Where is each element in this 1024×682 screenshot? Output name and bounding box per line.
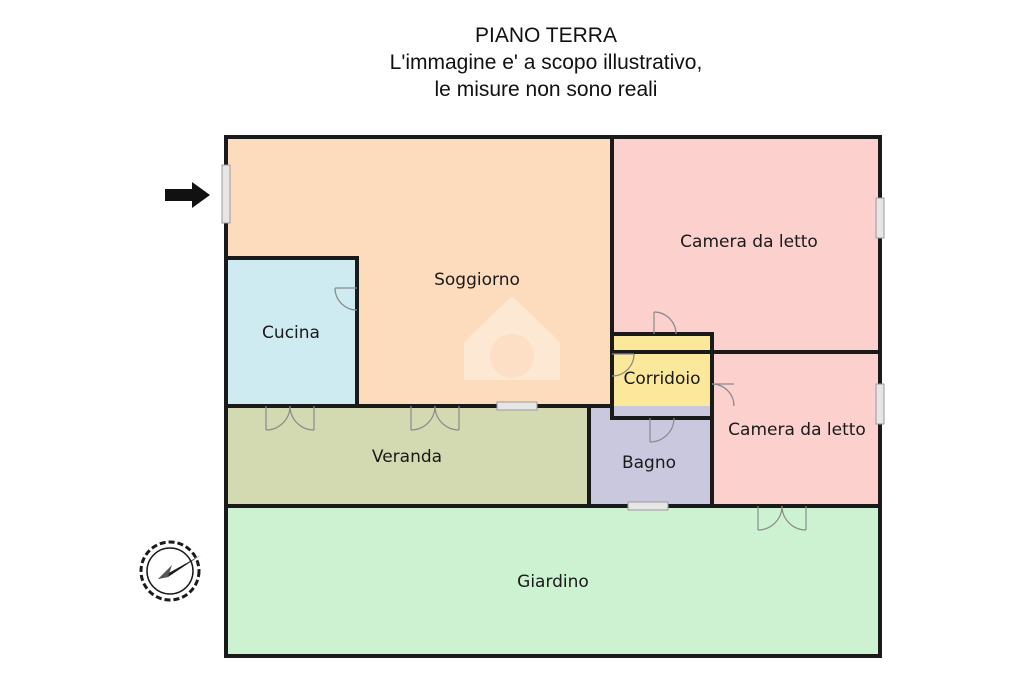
camera2-area bbox=[712, 352, 880, 506]
window-camera2 bbox=[875, 383, 885, 425]
door-veranda-cucina bbox=[265, 405, 315, 431]
door-bagno bbox=[649, 417, 675, 443]
doors bbox=[265, 287, 807, 531]
label-corridoio: Corridoio bbox=[624, 369, 701, 389]
label-camera1: Camera da letto bbox=[680, 232, 818, 252]
watermark-logo bbox=[464, 296, 560, 380]
window-entrance bbox=[221, 164, 231, 224]
door-camera1 bbox=[653, 311, 677, 335]
door-giardino bbox=[757, 505, 807, 531]
plan-subtitle-line1: L'immagine e' a scopo illustrativo, bbox=[390, 51, 703, 74]
door-cucina bbox=[334, 287, 358, 311]
label-veranda: Veranda bbox=[372, 447, 442, 467]
room-fills bbox=[226, 137, 880, 656]
label-soggiorno: Soggiorno bbox=[434, 270, 520, 290]
cucina-area bbox=[226, 258, 357, 406]
label-camera2: Camera da letto bbox=[728, 420, 866, 440]
camera1-area bbox=[612, 137, 880, 352]
window-bagno bbox=[627, 501, 669, 511]
plan-title: PIANO TERRA bbox=[475, 24, 617, 47]
window-soggiorno-veranda bbox=[496, 401, 538, 411]
window-camera1 bbox=[875, 197, 885, 239]
door-camera2 bbox=[711, 383, 735, 407]
plan-subtitle-line2: le misure non sono reali bbox=[435, 78, 658, 101]
door-veranda-soggiorno bbox=[410, 405, 460, 431]
label-giardino: Giardino bbox=[517, 572, 589, 592]
room-labels: Soggiorno Cucina Camera da letto Camera … bbox=[262, 232, 866, 592]
compass-icon bbox=[139, 540, 201, 602]
veranda-area bbox=[226, 406, 589, 506]
entrance-arrow-icon bbox=[165, 182, 210, 208]
windows bbox=[221, 164, 885, 511]
giardino-area bbox=[226, 506, 880, 656]
soggiorno-area bbox=[226, 137, 612, 406]
corridoio-area bbox=[612, 334, 712, 418]
label-cucina: Cucina bbox=[262, 323, 320, 343]
label-bagno: Bagno bbox=[622, 453, 676, 473]
door-corridoio-left bbox=[611, 353, 635, 377]
